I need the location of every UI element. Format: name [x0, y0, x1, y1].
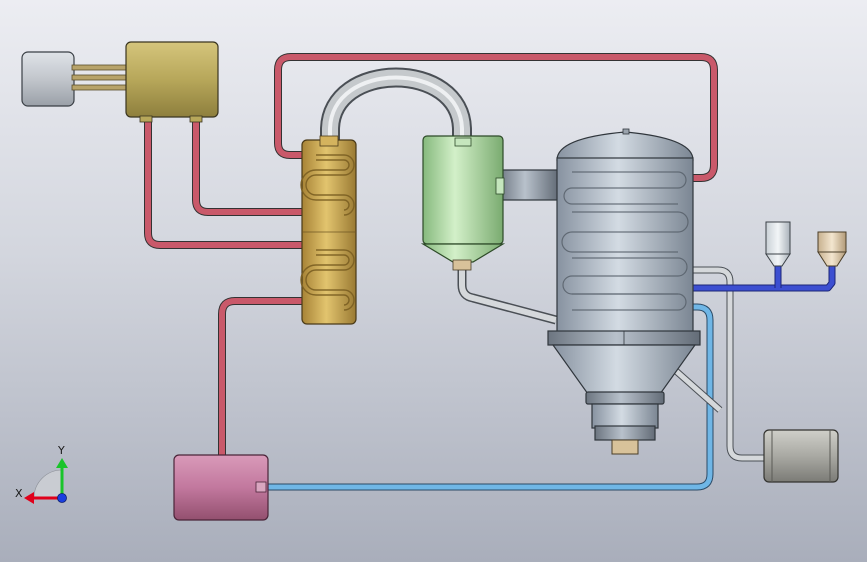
coil-condenser[interactable]	[300, 135, 357, 325]
z-axis-dot	[57, 493, 67, 503]
y-axis-label: Y	[57, 444, 65, 457]
hot-return-loop-pipe	[274, 53, 718, 182]
heater-to-condenser-pipe-upper	[192, 118, 302, 216]
x-axis-label: X	[15, 487, 23, 500]
feed-manifold-pipe	[692, 262, 836, 292]
olive-heater-tank[interactable]	[125, 41, 219, 123]
y-axis-arrowhead	[56, 458, 68, 468]
pink-collection-tank[interactable]	[173, 454, 269, 521]
tower-outlet-to-pump-pipe	[673, 266, 768, 462]
grey-vapor-arch-pipe	[320, 67, 472, 140]
x-axis-arrowhead	[24, 492, 34, 504]
cyclone-separator[interactable]	[420, 135, 559, 271]
condenser-to-pink-tank-pipe	[218, 297, 302, 458]
heater-to-condenser-pipe-lower	[144, 118, 302, 249]
separator-drain-pipe	[457, 268, 558, 325]
motor-drive[interactable]	[21, 51, 129, 107]
grey-pump[interactable]	[763, 429, 839, 483]
main-evaporator-tower[interactable]	[547, 128, 701, 455]
feed-hopper-left[interactable]	[765, 221, 791, 267]
feed-hopper-right[interactable]	[817, 231, 847, 267]
axis-triad: Y X	[15, 444, 68, 504]
